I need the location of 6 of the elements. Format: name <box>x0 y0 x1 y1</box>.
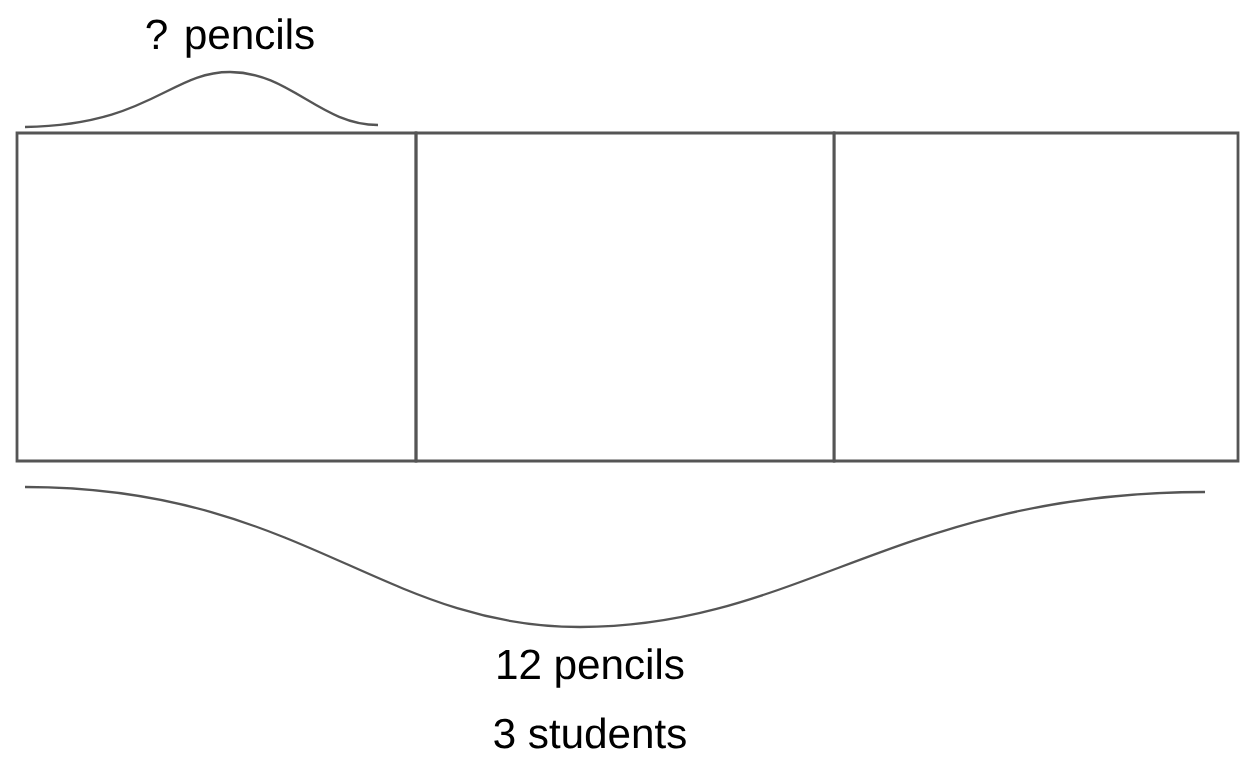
label-text: ? pencils <box>146 18 314 58</box>
label-text: 3 students <box>494 717 686 749</box>
label-text: 12 pencils <box>498 648 684 688</box>
tape-segment <box>15 131 418 463</box>
tape-segment <box>832 131 1240 463</box>
tape-segment <box>414 131 836 463</box>
